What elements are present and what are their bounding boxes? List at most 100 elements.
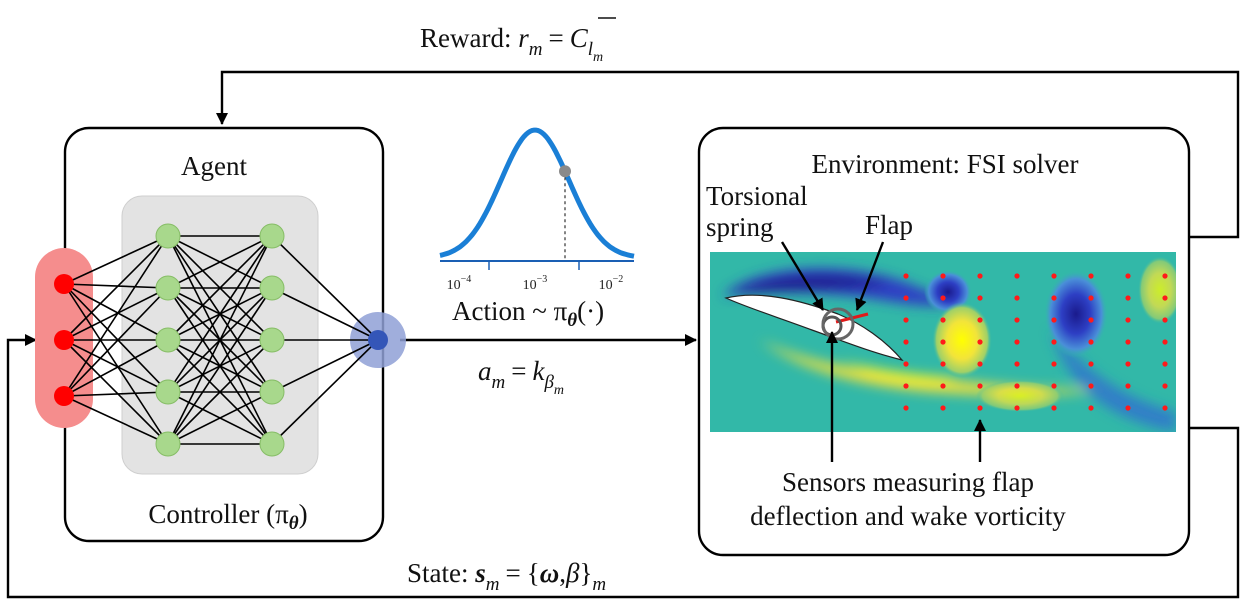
network-edge bbox=[63, 283, 169, 341]
sensor-dot bbox=[940, 339, 946, 345]
sensor-dot bbox=[1051, 383, 1057, 389]
sensor-dot bbox=[1014, 273, 1020, 279]
network-edge bbox=[167, 287, 273, 445]
sensor-dot bbox=[1125, 361, 1131, 367]
action-distribution-plot: 10−4 10−3 10−2 bbox=[439, 127, 635, 293]
reward-loop-arrow bbox=[216, 70, 1240, 239]
input-node bbox=[54, 274, 74, 294]
network-edge bbox=[63, 339, 169, 393]
network-edge bbox=[63, 339, 169, 445]
hidden-node bbox=[155, 275, 181, 301]
sensor-dot bbox=[940, 273, 946, 279]
hidden-node bbox=[155, 223, 181, 249]
hidden-node bbox=[259, 275, 285, 301]
sensors-label-line2: deflection and wake vorticity bbox=[750, 501, 1066, 531]
network-edge bbox=[63, 235, 169, 341]
gaussian-curve bbox=[439, 127, 635, 259]
hidden-node bbox=[259, 327, 285, 353]
sensor-dot bbox=[940, 317, 946, 323]
network-edge bbox=[271, 339, 379, 445]
vorticity-field bbox=[710, 252, 1176, 432]
sensor-dot bbox=[940, 405, 946, 411]
sample-point bbox=[559, 165, 571, 178]
sensor-dot bbox=[903, 405, 909, 411]
sensor-dot bbox=[1162, 339, 1168, 345]
network-edge bbox=[63, 283, 169, 393]
network-edge bbox=[271, 339, 379, 393]
hidden-node bbox=[259, 223, 285, 249]
torsional-spring-label: Torsional bbox=[706, 181, 808, 211]
sensor-dot bbox=[1162, 361, 1168, 367]
sensor-dot bbox=[1051, 405, 1057, 411]
sensor-dot bbox=[1051, 273, 1057, 279]
sensor-dot bbox=[903, 317, 909, 323]
action-equation: am=kβm bbox=[478, 356, 564, 398]
sensor-dot bbox=[1125, 339, 1131, 345]
sensor-dot bbox=[1162, 405, 1168, 411]
sensors-label-line1: Sensors measuring flap bbox=[782, 467, 1034, 497]
tick-label-1: 10−4 bbox=[447, 274, 472, 293]
flap-pointer bbox=[855, 241, 885, 311]
reward-label: Reward: rm=Clm bbox=[420, 23, 603, 65]
sensor-dot bbox=[1088, 295, 1094, 301]
sensor-dot bbox=[1088, 339, 1094, 345]
hidden-node bbox=[259, 379, 285, 405]
sensor-dot bbox=[1125, 383, 1131, 389]
network-edge bbox=[63, 235, 169, 285]
sensor-dot bbox=[977, 361, 983, 367]
sensor-dot bbox=[1088, 273, 1094, 279]
network-edge bbox=[271, 287, 379, 341]
sensor-dot bbox=[1162, 317, 1168, 323]
airfoil bbox=[724, 294, 904, 362]
sensor-dot bbox=[1125, 317, 1131, 323]
sensor-dot bbox=[1162, 383, 1168, 389]
input-node bbox=[54, 330, 74, 350]
sensor-dot bbox=[1125, 405, 1131, 411]
network-edge bbox=[63, 283, 169, 445]
sensor-dot bbox=[977, 383, 983, 389]
action-label: Action ~ πθ(·) bbox=[452, 296, 604, 331]
network-edge bbox=[167, 235, 273, 289]
network-edge bbox=[63, 395, 169, 445]
hidden-node bbox=[155, 327, 181, 353]
hidden-node bbox=[155, 379, 181, 405]
network-edge bbox=[167, 339, 273, 445]
tick-label-3: 10−2 bbox=[599, 274, 624, 293]
hidden-layers-background bbox=[121, 195, 319, 475]
network-edge bbox=[167, 391, 273, 445]
hidden-node bbox=[155, 431, 181, 457]
controller-label: Controller (πθ) bbox=[148, 499, 307, 534]
network-edge bbox=[63, 287, 169, 397]
sensor-dot bbox=[1051, 361, 1057, 367]
network-nodes bbox=[54, 223, 388, 457]
sensor-dot bbox=[903, 361, 909, 367]
sensor-dot bbox=[1088, 317, 1094, 323]
network-edge bbox=[63, 283, 169, 289]
sensor-dot bbox=[940, 383, 946, 389]
sensor-dot bbox=[1088, 383, 1094, 389]
network-edge bbox=[167, 235, 273, 393]
sensor-dot bbox=[977, 339, 983, 345]
neural-network bbox=[35, 195, 406, 475]
torsional-spring-label-2: spring bbox=[706, 212, 774, 242]
sensor-dot bbox=[903, 339, 909, 345]
agent-title: Agent bbox=[181, 151, 247, 181]
sensor-dot bbox=[1014, 361, 1020, 367]
sensor-dot bbox=[1014, 339, 1020, 345]
environment-title: Environment: FSI solver bbox=[812, 149, 1079, 179]
sensor-grid bbox=[903, 273, 1168, 411]
sensor-dot bbox=[1014, 295, 1020, 301]
network-edge bbox=[271, 235, 379, 341]
sensor-dot bbox=[903, 383, 909, 389]
sensor-dot bbox=[1162, 295, 1168, 301]
sensor-dot bbox=[940, 361, 946, 367]
network-edges bbox=[63, 235, 379, 445]
sensor-dot bbox=[977, 273, 983, 279]
network-edge bbox=[167, 235, 273, 341]
network-edge bbox=[63, 235, 169, 397]
state-label: State: sm={ω,β}m bbox=[407, 558, 606, 595]
sensor-dot bbox=[977, 317, 983, 323]
sensor-dot bbox=[1014, 383, 1020, 389]
sensor-dot bbox=[1125, 295, 1131, 301]
sensor-dot bbox=[903, 295, 909, 301]
